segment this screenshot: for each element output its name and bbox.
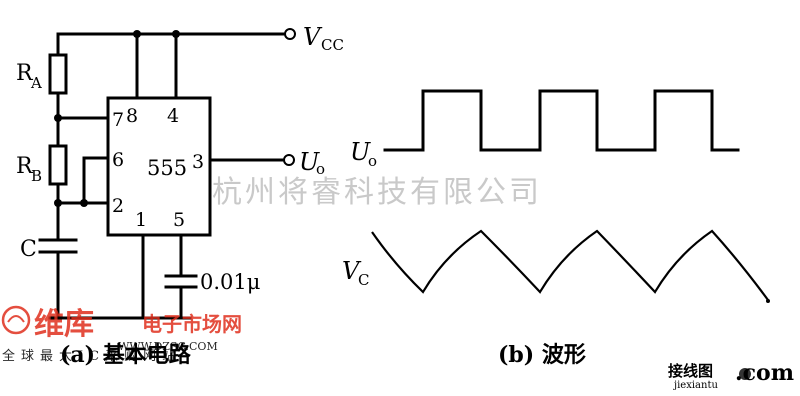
wave-uo-label: U [350,138,371,166]
waveforms: U o V C (b) 波形 [342,89,770,368]
wave-vc-label: V [342,257,362,285]
waveform-caption: (b) 波形 [498,342,586,368]
company-watermark: 杭州将睿科技有限公司 [212,175,542,210]
dzsc-logo: 维库 电子市场网 WWW.DZSC.COM 全球最大IC采购网站 [1,305,242,364]
logo-main-text: 维库 [34,307,94,342]
logo-sub-text: 电子市场网 [142,312,242,336]
vc-capacitor-wave [371,229,769,301]
ra-label: R [16,61,34,86]
resistor-ra [48,53,68,95]
jiexiantu-logo: 接线图 jiexiantu .com [668,360,794,391]
resistor-rb [48,144,68,186]
uo-subscript: o [316,160,325,178]
ic-555-label: 555 [147,156,187,180]
logo-url-text: WWW.DZSC.COM [118,340,218,353]
wave-vc-subscript: C [358,271,369,289]
uo-label: U [299,148,320,176]
uo-terminal [283,154,295,166]
site-com-text: .com [735,360,794,386]
basic-circuit: V CC R A R B C 555 8 4 7 [16,23,344,368]
c-label: C [20,237,37,262]
pin6-label: 6 [112,149,124,171]
logo-slogan-text: 全球最大IC采购网站 [2,348,181,364]
logo-circle-icon [1,305,31,335]
pin5-label: 5 [173,209,185,231]
pin8-label: 8 [126,105,138,127]
site-url-text: jiexiantu [673,380,718,391]
wave-uo-subscript: o [368,152,377,170]
site-logo-icon [739,368,751,380]
pin4-label: 4 [167,105,179,127]
ic-555-body [106,96,212,237]
uo-square-wave [383,89,740,152]
rb-subscript: B [31,167,42,185]
vcc-terminal [284,28,296,40]
pin2-label: 2 [112,195,124,217]
circuit-caption: (a) 基本电路 [60,342,192,368]
rb-label: R [16,154,34,179]
vcc-subscript: CC [321,36,344,54]
ra-subscript: A [30,74,42,92]
pin1-label: 1 [135,209,147,231]
vcc-label: V [303,23,323,51]
site-name-text: 接线图 [668,362,713,380]
pin3-label: 3 [192,151,204,173]
watermarks: 杭州将睿科技有限公司 维库 电子市场网 WWW.DZSC.COM 全球最大IC采… [1,175,794,391]
pin7-label: 7 [112,109,124,131]
capacitor-value-label: 0.01μ [200,270,260,294]
